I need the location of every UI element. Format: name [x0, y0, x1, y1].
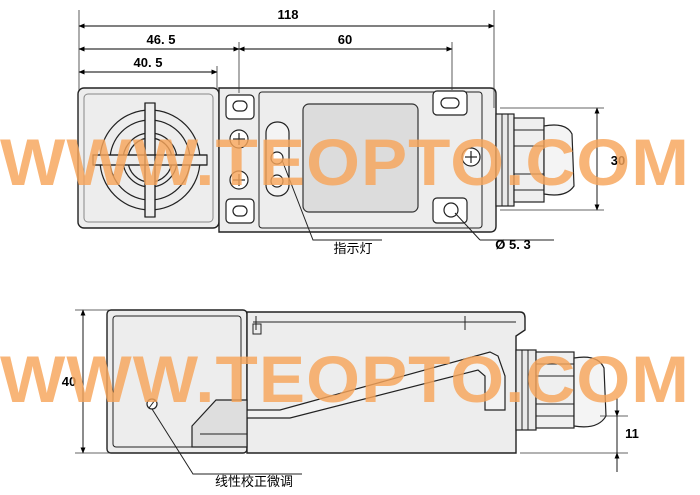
- dim-hole-spacing: 60: [338, 32, 352, 47]
- watermark-bottom: WWW.TEOPTO.COM: [0, 342, 690, 416]
- sensing-face-icon: [92, 102, 208, 218]
- mounting-holes: [225, 90, 468, 224]
- dimension-lines-top: [78, 10, 604, 211]
- indicator-lamp-label: 指示灯: [333, 242, 372, 257]
- dimension-lines-side: [75, 309, 628, 472]
- watermark-top: WWW.TEOPTO.COM: [0, 125, 690, 199]
- dim-overall-length: 118: [278, 7, 299, 22]
- label-window: [302, 103, 419, 213]
- dim-body-width: 30: [611, 153, 625, 168]
- dim-head-width: 40. 5: [134, 55, 163, 70]
- adjust-screws: [229, 129, 481, 190]
- ramp: [246, 351, 506, 419]
- cable-gland-top: [495, 113, 575, 207]
- indicator-lamp-1: [270, 151, 284, 165]
- indicator-lamp-2: [270, 174, 284, 188]
- fine-tuning-label: 线性校正微调: [215, 474, 293, 490]
- housing-inner-panel: [258, 91, 483, 229]
- sensing-head-inner: [83, 93, 214, 223]
- indicator-leader: [281, 159, 382, 241]
- top-view: [77, 87, 575, 241]
- dim-hole-diameter: Ø 5. 3: [495, 237, 530, 252]
- cable-gland-side: [515, 349, 607, 431]
- side-view: [106, 309, 607, 475]
- hole-leader: [454, 212, 481, 241]
- dim-height: 40: [62, 374, 76, 389]
- dim-cable-height: 11: [625, 426, 639, 441]
- dim-head-offset: 46. 5: [147, 32, 176, 47]
- fine-tuning-leader: [151, 408, 302, 475]
